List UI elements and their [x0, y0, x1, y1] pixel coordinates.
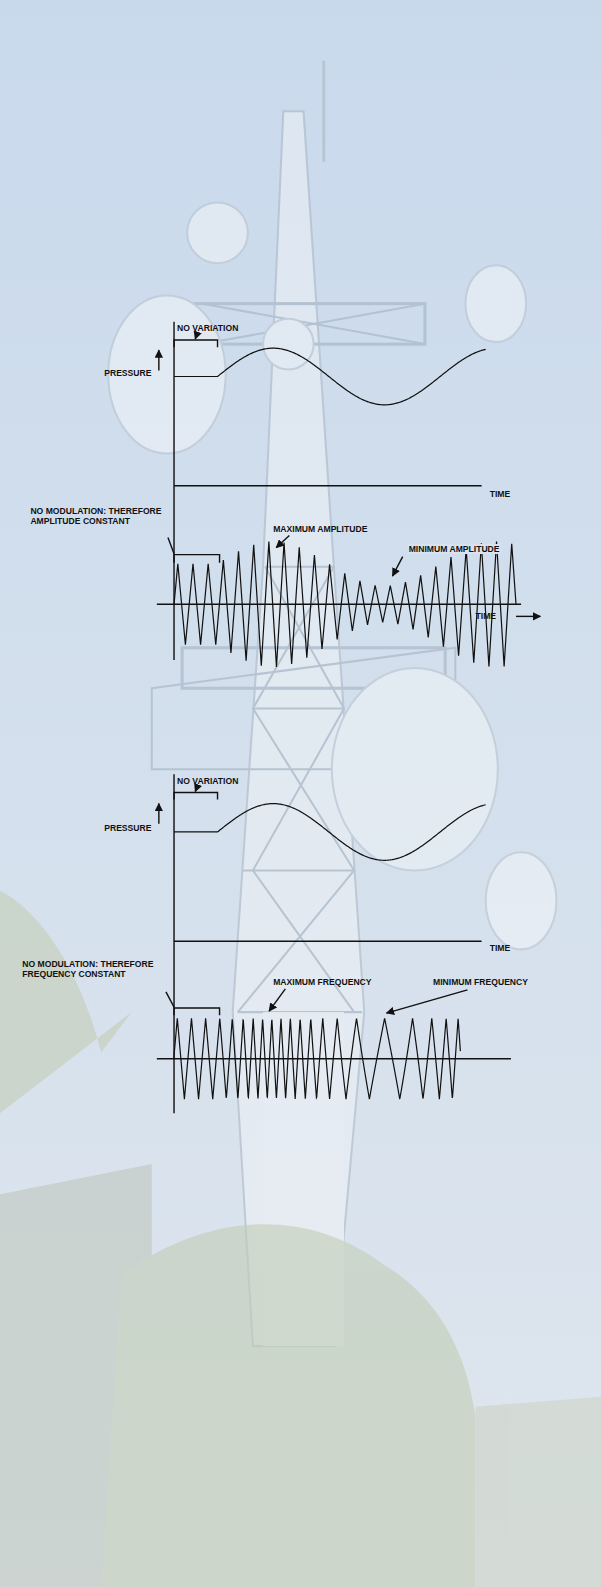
axis-label: TIME: [490, 943, 511, 953]
axis-label: PRESSURE: [104, 823, 151, 833]
note-text: NO MODULATION: THEREFORE FREQUENCY CONST…: [22, 959, 162, 979]
tower-photo: [108, 61, 556, 1346]
callout-label: MINIMUM AMPLITUDE: [408, 544, 501, 554]
am-graph-axes: [157, 322, 540, 660]
axis-label: PRESSURE: [104, 368, 151, 378]
pressure-wave: [174, 804, 486, 861]
am-carrier-wave: [174, 541, 516, 666]
bracket-note: NO VARIATION: [177, 323, 238, 333]
callout-label: MAXIMUM AMPLITUDE: [273, 524, 367, 534]
note-text: NO MODULATION: THEREFORE AMPLITUDE CONST…: [30, 506, 170, 526]
pressure-wave: [174, 348, 486, 405]
bracket-note: NO VARIATION: [177, 776, 238, 786]
callout-label: MAXIMUM FREQUENCY: [273, 977, 371, 987]
fm-graph-axes: [157, 774, 511, 1113]
axis-label: TIME: [490, 489, 511, 499]
callout-label: MINIMUM FREQUENCY: [433, 977, 528, 987]
trees-photo: [0, 891, 601, 1587]
axis-label: TIME: [476, 611, 497, 621]
fm-carrier-wave: [174, 1018, 460, 1099]
